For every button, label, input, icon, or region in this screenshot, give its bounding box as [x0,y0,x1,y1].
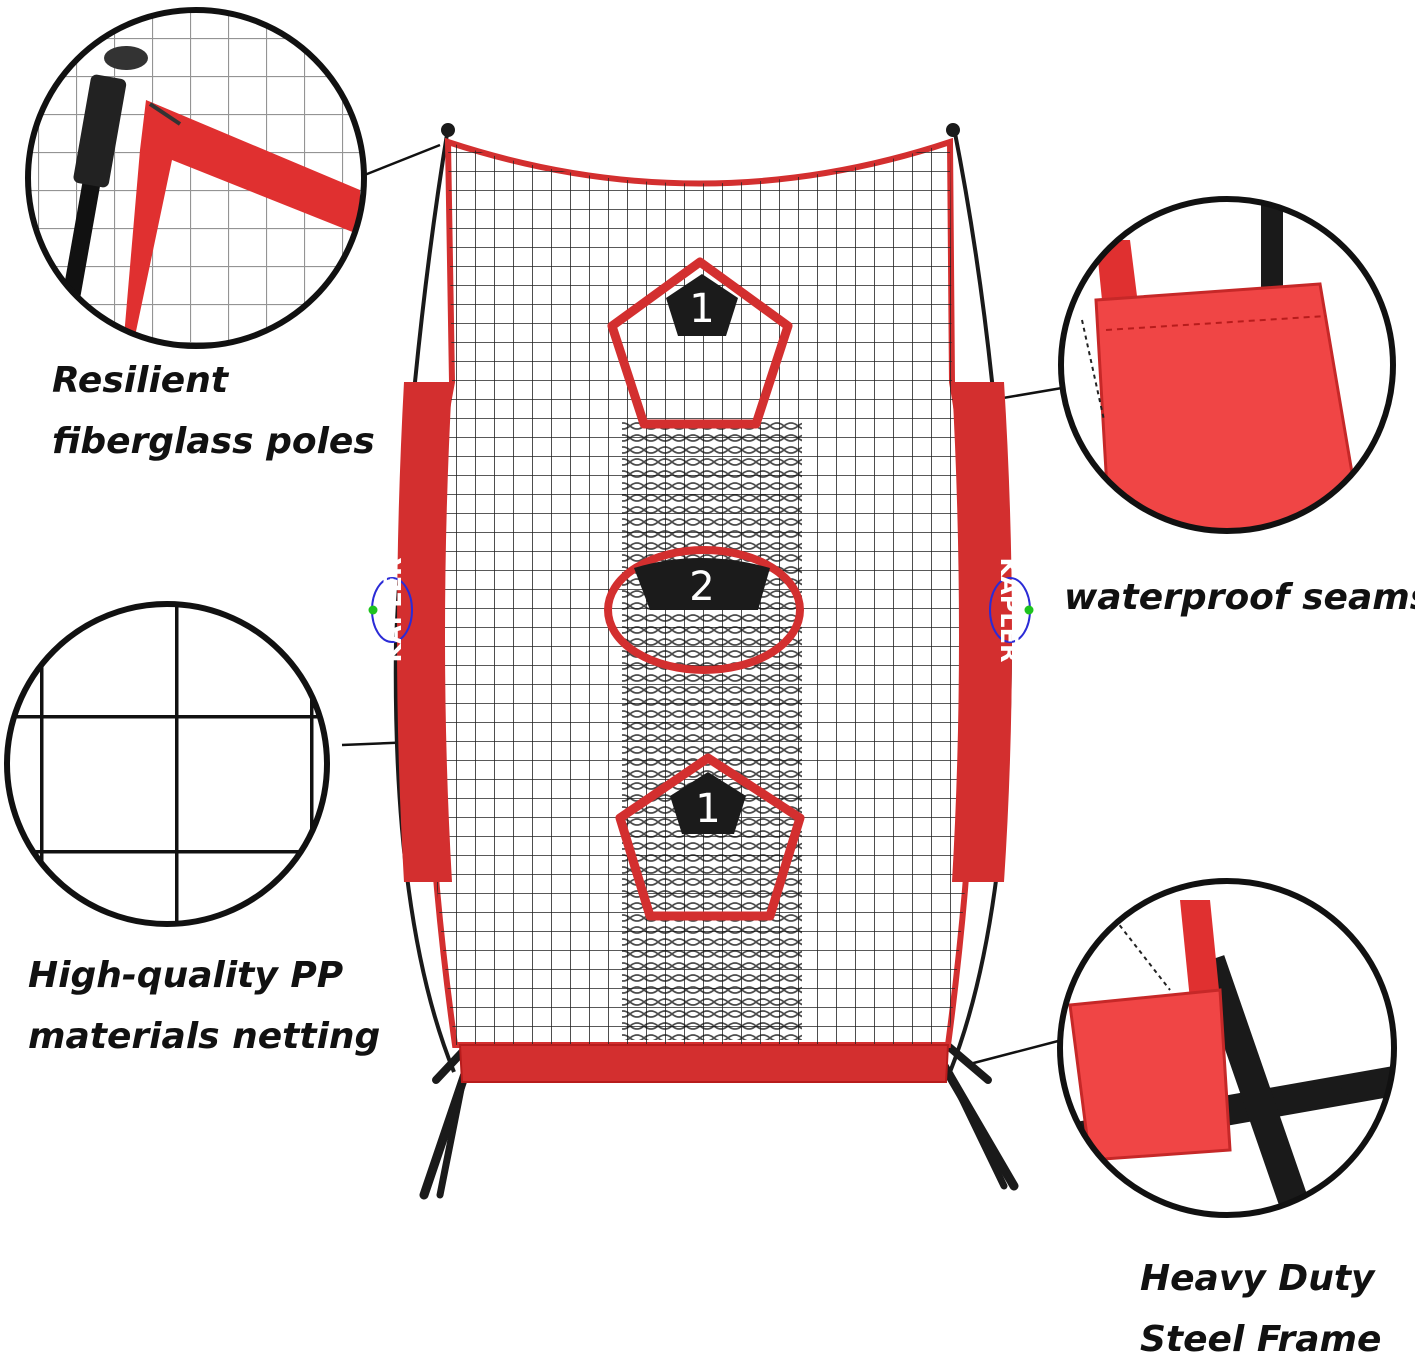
steel-frame-closeup-icon [1057,878,1397,1218]
label-fiberglass-poles-line1: Resilient [52,360,229,401]
label-pp-netting-line2: materials netting [28,1016,381,1058]
kapler-logo-left: KAPLER [368,558,413,663]
target-middle-number: 2 [689,564,714,610]
label-fiberglass-poles: Resilient fiberglass poles [52,350,375,472]
label-steel-frame: Heavy Duty Steel Frame [1140,1248,1381,1370]
net-mesh-closeup-icon [4,601,330,927]
target-bottom-number: 1 [695,786,720,832]
label-steel-frame-line1: Heavy Duty [1140,1258,1375,1299]
target-top: 1 [607,257,793,429]
target-bottom: 1 [615,753,805,921]
label-pp-netting-line1: High-quality PP [28,955,344,996]
svg-text:KAPLER: KAPLER [379,558,407,663]
label-waterproof-seams: waterproof seams [1064,567,1415,628]
label-fiberglass-poles-line2: fiberglass poles [52,421,375,463]
seam-closeup-icon [1058,196,1396,534]
target-top-number: 1 [689,286,714,332]
label-steel-frame-line2: Steel Frame [1140,1319,1382,1361]
pole-tip-closeup-icon [25,7,367,349]
kapler-logo-right: KAPLER [989,558,1034,663]
svg-text:KAPLER: KAPLER [995,558,1023,663]
target-middle: 2 [604,546,804,674]
label-pp-netting: High-quality PP materials netting [28,945,380,1067]
label-waterproof-seams-line1: waterproof seams [1064,577,1415,618]
football-net: KAPLER KAPLER 1 2 1 [368,123,1034,1200]
